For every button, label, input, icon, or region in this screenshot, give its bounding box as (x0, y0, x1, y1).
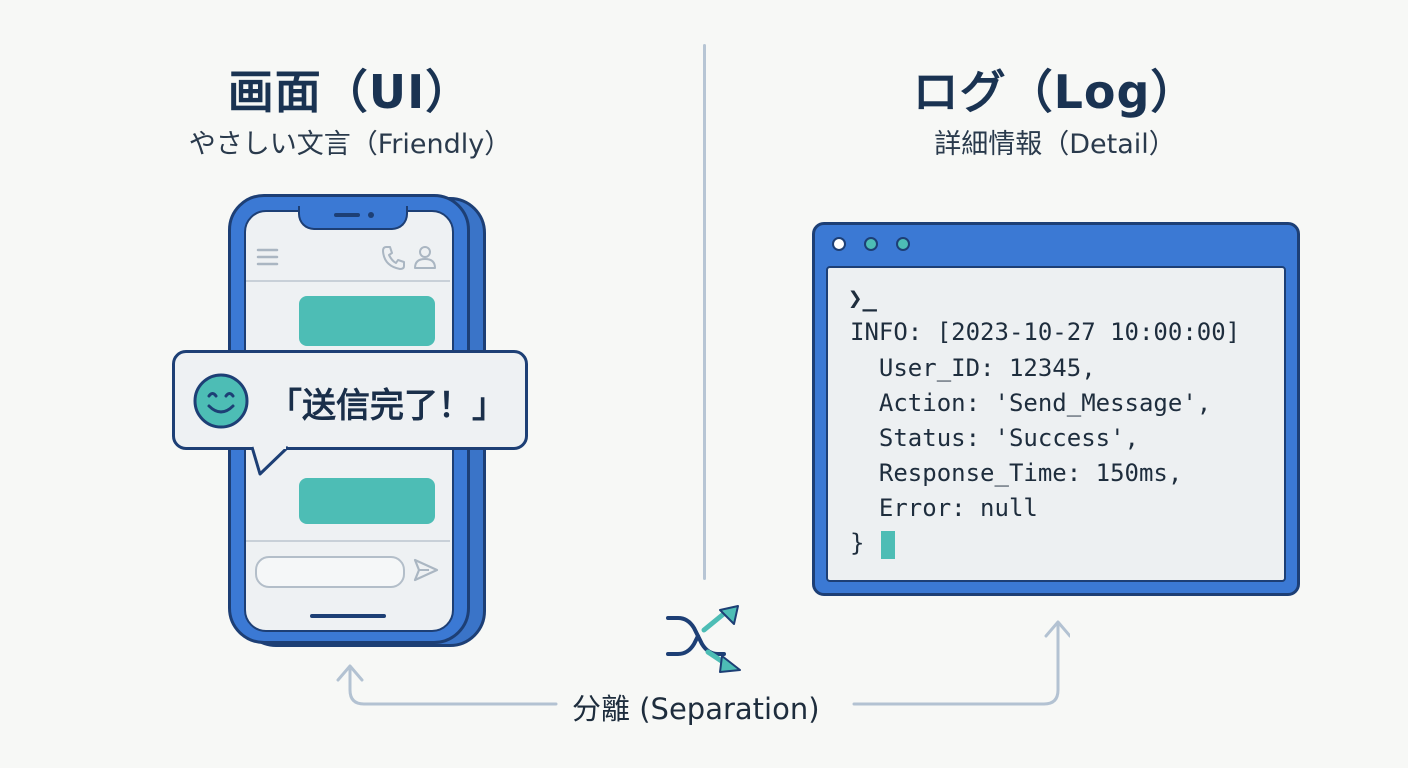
ui-title: 画面（UI） (227, 65, 473, 119)
log-title: ログ（Log） (912, 65, 1198, 119)
ui-subtitle: やさしい文言（Friendly） (188, 129, 512, 160)
composer-divider (246, 540, 450, 542)
toast-message: 「送信完了！」 (268, 386, 506, 426)
arrow-up-icon (336, 664, 364, 682)
separation-connector (336, 620, 1070, 706)
arrow-up-icon (1044, 620, 1070, 638)
user-icon[interactable] (412, 244, 438, 270)
log-line: Error: null (850, 494, 1038, 522)
window-dot-minimize[interactable] (864, 237, 878, 251)
toast-tail (250, 446, 290, 476)
log-line: Status: 'Success', (850, 424, 1139, 452)
phone-notch (298, 206, 408, 230)
phone-camera (368, 212, 374, 218)
phone-speaker (334, 213, 360, 217)
terminal-prompt: ❯_ (848, 284, 877, 312)
sent-message-bubble (299, 478, 435, 524)
log-subtitle: 詳細情報（Detail） (934, 129, 1176, 160)
window-dot-close[interactable] (832, 237, 846, 251)
terminal-screen (826, 266, 1286, 582)
log-line: INFO: [2023-10-27 10:00:00] (850, 318, 1241, 346)
send-icon[interactable] (412, 556, 440, 584)
window-dot-maximize[interactable] (896, 237, 910, 251)
smile-icon (193, 373, 249, 429)
log-line: } (850, 529, 865, 557)
menu-icon[interactable] (256, 246, 280, 268)
log-line: User_ID: 12345, (850, 354, 1096, 382)
log-line: Response_Time: 150ms, (850, 459, 1183, 487)
phone-icon[interactable] (380, 244, 406, 270)
sent-message-bubble (299, 296, 435, 346)
message-input[interactable] (255, 556, 405, 588)
app-header-divider (246, 280, 450, 282)
log-line: Action: 'Send_Message', (850, 389, 1212, 417)
home-indicator (310, 614, 386, 618)
center-divider (703, 44, 706, 580)
shuffle-icon (666, 605, 741, 673)
separation-caption: 分離 (Separation) (572, 692, 820, 726)
terminal-cursor (881, 531, 895, 559)
